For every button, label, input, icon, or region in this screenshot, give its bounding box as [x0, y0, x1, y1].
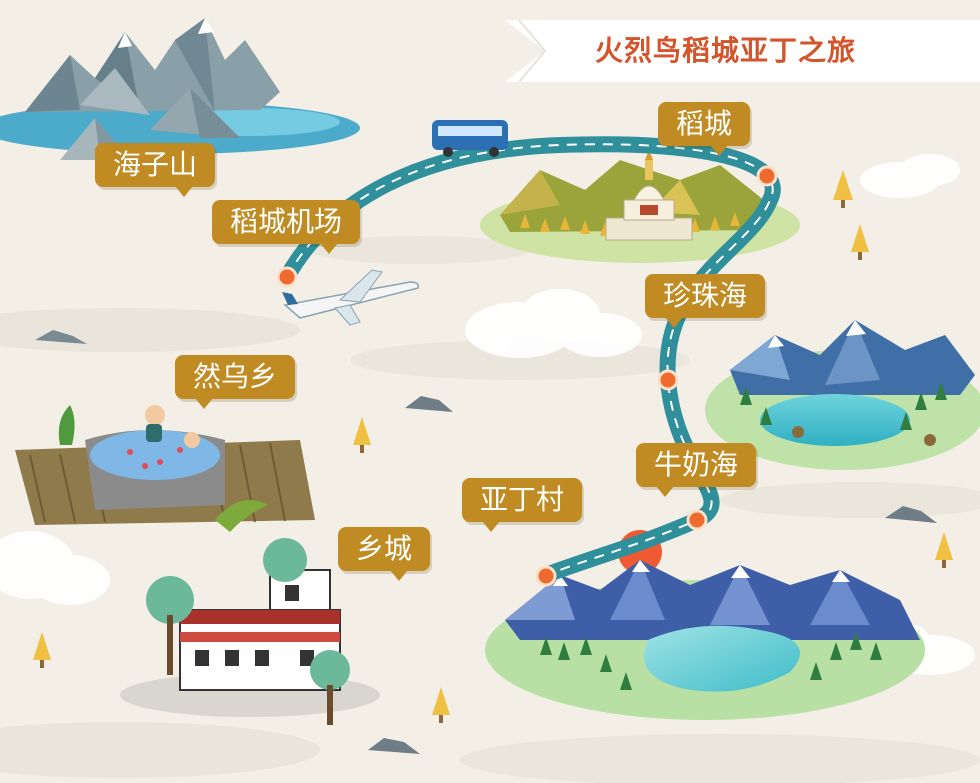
yading-mountain-icon — [485, 530, 925, 720]
place-label-ranwuxiang[interactable]: 然乌乡 — [175, 355, 296, 409]
rock-icon — [35, 330, 937, 754]
place-label-niunaihai[interactable]: 牛奶海 — [636, 443, 757, 497]
pine-tree-icon — [33, 170, 953, 723]
tibetan-house-icon — [120, 538, 380, 725]
haizishan-mountain-icon — [0, 18, 360, 160]
zhenzhuhai-mountain-icon — [705, 320, 980, 470]
place-label-xiangcheng[interactable]: 乡城 — [338, 527, 431, 581]
place-label-yading-village[interactable]: 亚丁村 — [462, 478, 583, 532]
place-label-daocheng-airport[interactable]: 稻城机场 — [212, 200, 361, 254]
title-banner: 火烈鸟稻城亚丁之旅 — [505, 12, 980, 84]
hot-spring-icon — [15, 405, 315, 532]
stupa-icon — [480, 150, 800, 263]
banner-ribbon — [505, 19, 980, 83]
airplane-icon — [282, 269, 420, 326]
place-label-haizishan[interactable]: 海子山 — [95, 143, 216, 197]
map-title: 火烈鸟稻城亚丁之旅 — [595, 34, 857, 67]
place-label-daocheng[interactable]: 稻城 — [658, 102, 751, 156]
stop-marker — [276, 165, 778, 587]
bus-icon — [432, 120, 508, 157]
place-label-zhenzhuhai[interactable]: 珍珠海 — [645, 274, 766, 328]
